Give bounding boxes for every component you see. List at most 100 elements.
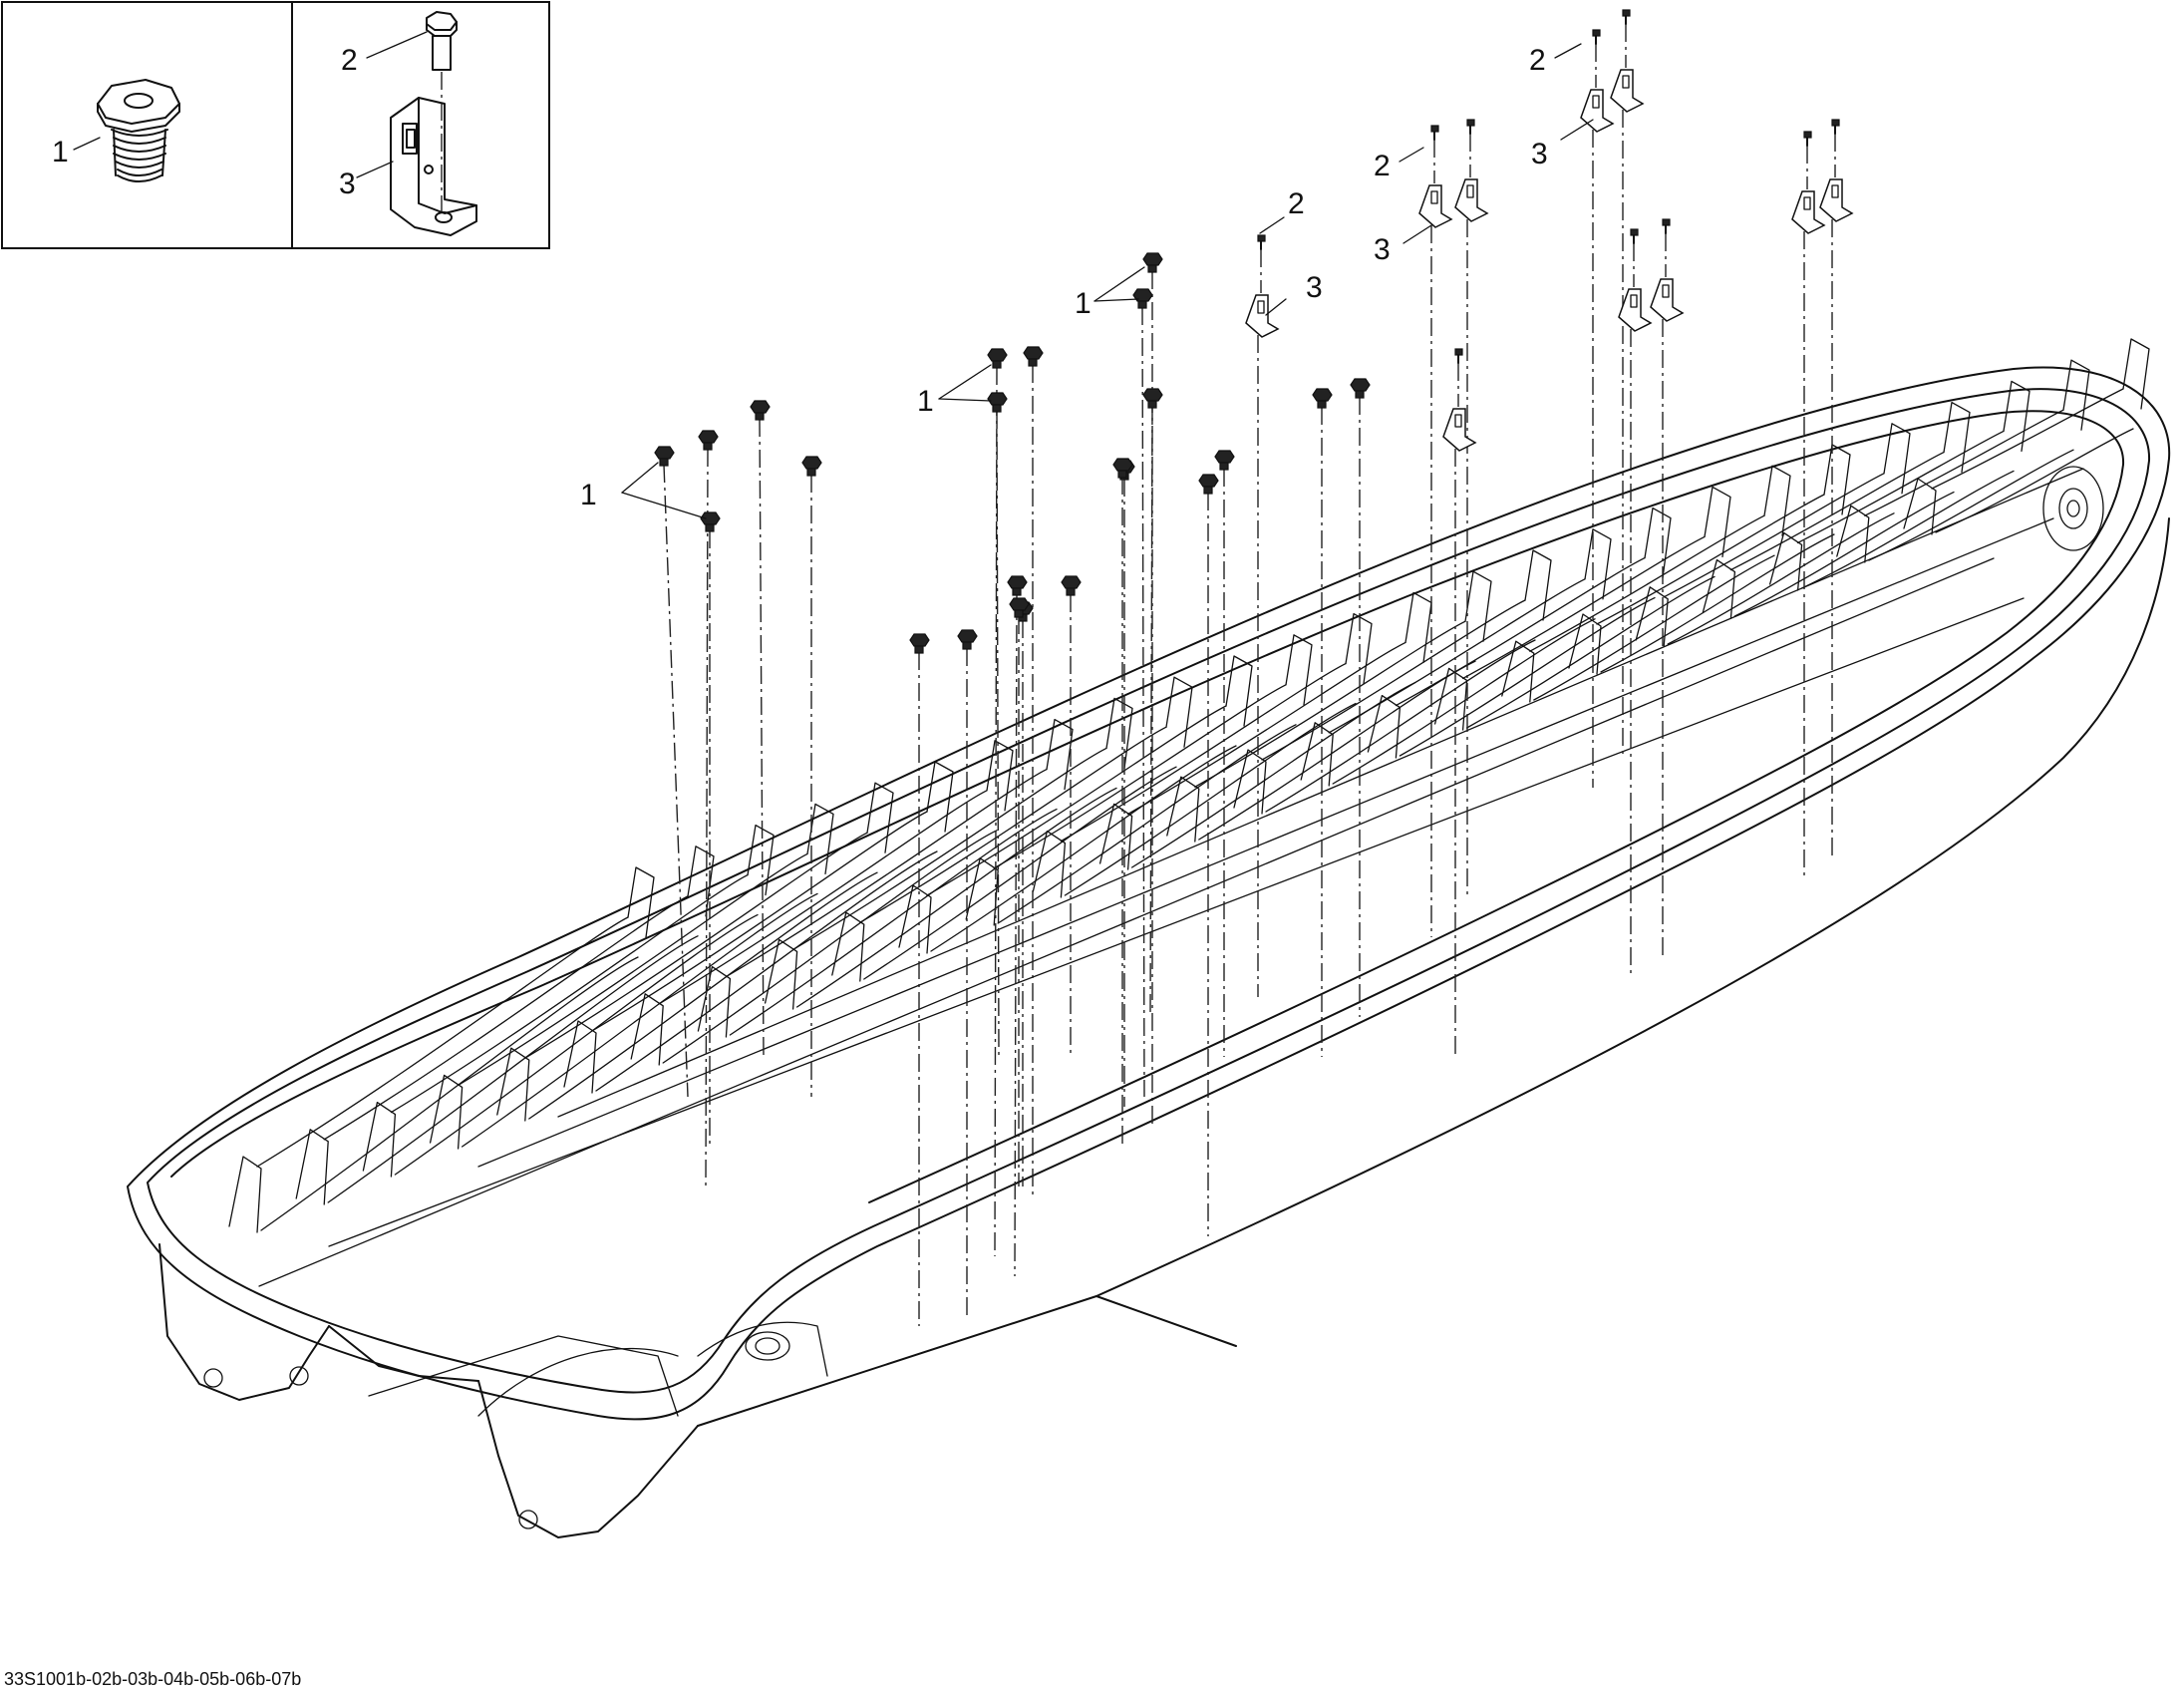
bracket-slot	[1430, 190, 1438, 204]
rib-web	[524, 832, 868, 1059]
rib-web	[1265, 639, 1536, 813]
stringer	[477, 517, 2054, 1168]
bracket-slot	[1257, 300, 1265, 314]
screw-icon	[957, 629, 978, 643]
rib	[2062, 359, 2090, 431]
rib	[1166, 776, 1200, 843]
rib-web	[859, 726, 1167, 923]
screw-thread	[1147, 400, 1157, 409]
rib-web	[1529, 514, 1765, 652]
callout-2: 2	[1288, 187, 1305, 220]
rib-web	[1600, 533, 1835, 673]
screw-icon	[909, 633, 930, 647]
rib	[747, 824, 775, 896]
stringer	[557, 468, 2084, 1118]
rib-web	[1864, 409, 2064, 516]
rib-web	[1800, 470, 2015, 589]
bracket-icon	[1618, 288, 1653, 332]
screw-icon	[1142, 388, 1163, 402]
bracket-icon	[1442, 408, 1477, 452]
bracket-icon	[1610, 69, 1645, 113]
bolt-icon	[1622, 9, 1631, 17]
screw-icon	[1142, 252, 1163, 266]
bracket-icon	[1819, 178, 1854, 222]
screw-icon	[1023, 346, 1044, 360]
rib	[1768, 531, 1803, 591]
screw-thread	[992, 360, 1002, 369]
screw-thread	[755, 412, 765, 421]
rib	[362, 1101, 397, 1178]
callout-3: 3	[1531, 138, 1548, 170]
drain-plug-icon	[97, 79, 180, 182]
rib-web	[1060, 662, 1347, 843]
callout-group-2b: 2 3	[1374, 147, 1432, 266]
rib-web	[461, 892, 818, 1148]
bolt-icon	[1662, 218, 1671, 226]
rib	[965, 857, 999, 926]
callout-2: 2	[1374, 150, 1391, 182]
rib	[1903, 478, 1937, 535]
assembly-line	[705, 448, 709, 1187]
rib-web	[926, 705, 1227, 896]
drawing-code: 33S1001b-02b-03b-04b-05b-06b-07b	[4, 1669, 301, 1689]
screw-icon	[987, 348, 1008, 362]
screw-thread	[1066, 587, 1076, 596]
screw-icon	[1112, 458, 1133, 472]
rib	[1584, 528, 1612, 600]
screw-thread	[1117, 470, 1127, 479]
rib-web	[1261, 599, 1526, 761]
rib-web	[930, 745, 1237, 952]
rib-web	[1395, 556, 1646, 707]
rib-web	[260, 956, 639, 1231]
callout-group-2a: 2 3	[1259, 187, 1323, 316]
screw-icon	[1198, 474, 1219, 488]
rib	[1464, 570, 1492, 642]
rib	[1524, 549, 1552, 621]
screw-icon	[654, 446, 675, 460]
rib-web	[1194, 620, 1466, 788]
screw-icon	[1214, 450, 1235, 464]
assembly-line	[994, 366, 998, 1257]
rib	[1225, 655, 1253, 727]
callout-group-1a: 1	[580, 462, 707, 519]
rib	[1644, 507, 1672, 579]
rib	[1635, 586, 1669, 647]
bracket-slot	[1831, 184, 1839, 198]
screw-thread	[659, 458, 669, 467]
screw-thread	[1317, 400, 1327, 409]
rib	[1105, 697, 1133, 770]
screw-icon	[1350, 378, 1371, 392]
callout-group-2c: 2 3	[1529, 43, 1594, 170]
bolt-icon	[1454, 348, 1463, 356]
screw-thread	[914, 645, 924, 654]
rib	[1032, 830, 1067, 898]
rib-web	[1064, 702, 1357, 896]
bracket-icon	[1454, 178, 1489, 222]
screw-thread	[1219, 462, 1229, 471]
bolt-icon	[1803, 131, 1812, 139]
screw-thread	[962, 641, 972, 650]
rib-web	[390, 873, 749, 1114]
stringer	[258, 557, 1995, 1287]
screw-thread	[1014, 609, 1024, 618]
rib-web	[725, 768, 1048, 978]
assembly-line	[663, 464, 689, 1098]
rib	[1345, 612, 1373, 685]
rib	[1300, 722, 1334, 787]
rib-web	[791, 747, 1107, 951]
rib	[1433, 667, 1468, 731]
rib	[295, 1129, 329, 1205]
bracket-icon	[1418, 184, 1453, 228]
rib	[898, 884, 932, 954]
rib-web	[1733, 491, 1955, 617]
rib	[2122, 338, 2150, 410]
rib	[1046, 718, 1074, 791]
rib-web	[1130, 681, 1416, 868]
rib	[1883, 423, 1911, 495]
screw-thread	[1137, 300, 1147, 309]
callout-group-1b: 1	[917, 364, 992, 418]
rib-web	[1399, 596, 1656, 757]
callout-group-1c: 1	[1075, 266, 1145, 320]
bolt-icon	[1831, 119, 1840, 127]
